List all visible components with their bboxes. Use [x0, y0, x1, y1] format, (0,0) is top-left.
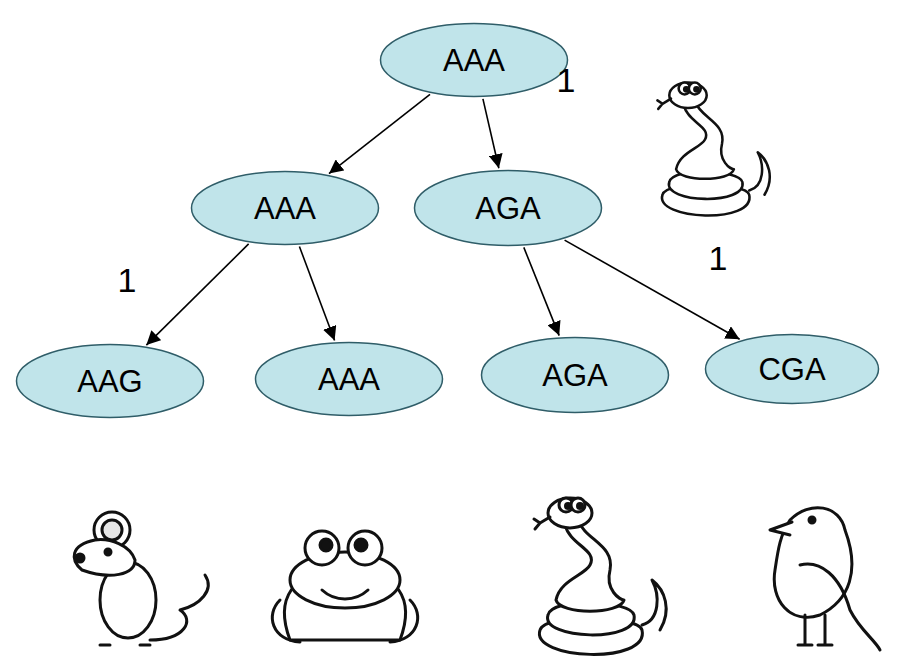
sequence-text: AAA	[254, 193, 316, 224]
branch-arrow	[483, 99, 499, 168]
ellipse-outline	[256, 343, 443, 416]
sequence-node: AGA	[480, 336, 670, 414]
ellipse-outline	[706, 335, 879, 404]
branch-length: 1	[557, 63, 576, 97]
sequence-node: AAA	[379, 22, 569, 98]
sequence-node: AGA	[413, 169, 603, 247]
branch-length: 1	[709, 241, 728, 275]
branch-arrow	[146, 244, 248, 345]
sequence-text: CGA	[758, 354, 825, 385]
sequence-node: CGA	[704, 333, 880, 405]
ellipse-outline	[192, 172, 379, 245]
ellipse-outline	[17, 345, 204, 418]
sequence-node: AAA	[190, 170, 380, 246]
sequence-text: AGA	[542, 360, 607, 391]
branch-length: 1	[118, 263, 137, 297]
ellipse-outline	[482, 338, 669, 413]
sequence-text: AAG	[77, 366, 142, 397]
sequence-node: AAA	[254, 341, 444, 417]
ellipse-outline	[381, 24, 568, 97]
sequence-text: AGA	[475, 193, 540, 224]
sequence-node: AAG	[15, 343, 205, 419]
branch-arrow	[299, 247, 334, 341]
ellipse-outline	[415, 171, 602, 246]
branch-arrow	[329, 94, 430, 173]
sequence-text: AAA	[443, 45, 505, 76]
sequence-text: AAA	[318, 364, 380, 395]
branch-arrow	[524, 247, 559, 335]
branch-arrow	[565, 240, 740, 339]
